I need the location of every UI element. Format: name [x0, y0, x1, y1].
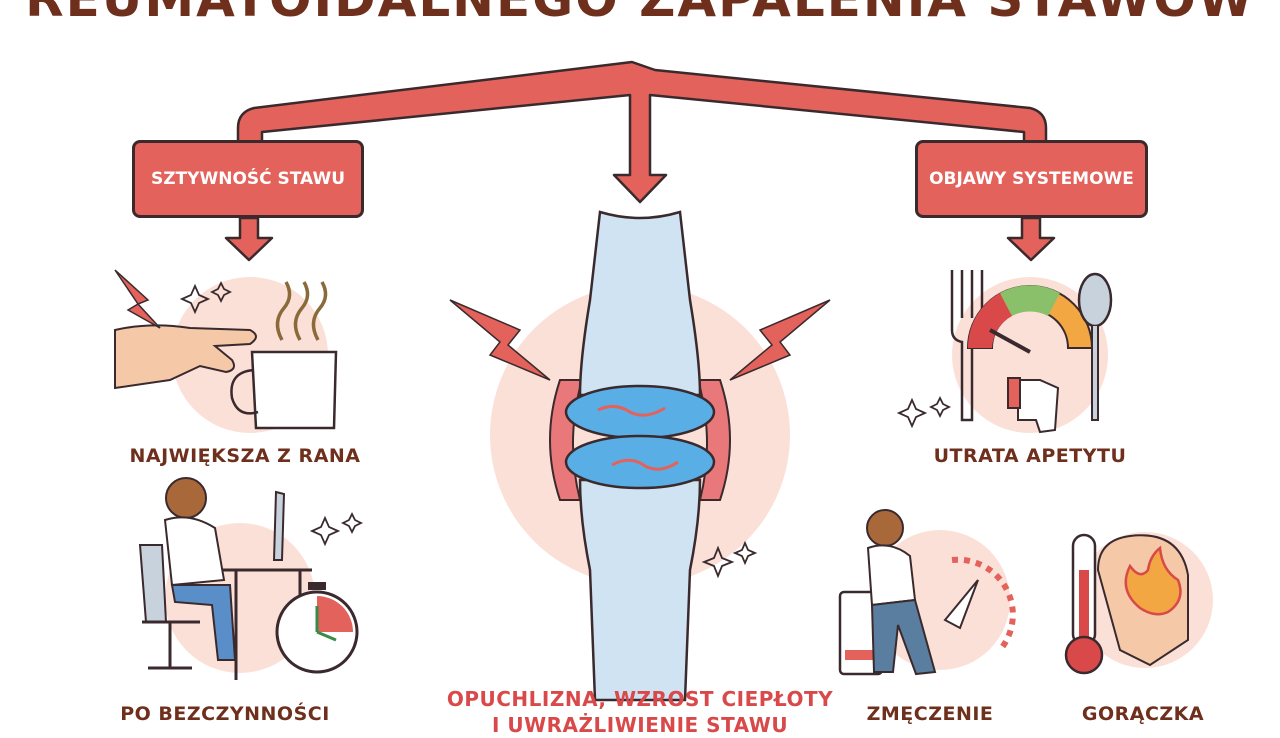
systemic-symptoms-tag: OBJAWY SYSTEMOWE — [915, 140, 1148, 218]
joint-illustration-icon — [449, 210, 831, 702]
label-fever: GORĄCZKA — [1081, 703, 1205, 725]
page-title: REUMATOIDALNEGO ZAPALENIA STAWÓW — [0, 0, 1280, 28]
appetite-gauge-illustration-icon — [896, 270, 1113, 434]
stiffness-tag: SZTYWNOŚĆ STAWU — [132, 140, 364, 218]
label-center: OPUCHLIZNA, WZROST CIEPŁOTY I UWRAŻLIWIE… — [446, 687, 834, 737]
label-appetite: UTRATA APETYTU — [933, 445, 1127, 467]
label-morning: NAJWIĘKSZA Z RANA — [129, 445, 361, 467]
label-inactivity: PO BEZCZYNNOŚCI — [120, 703, 330, 725]
label-fatigue: ZMĘCZENIE — [866, 703, 994, 725]
desk-clock-illustration-icon — [138, 477, 364, 680]
fatigue-illustration-icon — [838, 509, 1016, 676]
arrow-right-icon — [1006, 216, 1056, 262]
fever-illustration-icon — [1064, 532, 1213, 675]
arrow-left-icon — [224, 216, 274, 262]
branch-connector — [236, 60, 1048, 204]
diagram-artwork — [114, 60, 1213, 702]
hand-cup-illustration-icon — [114, 269, 338, 433]
